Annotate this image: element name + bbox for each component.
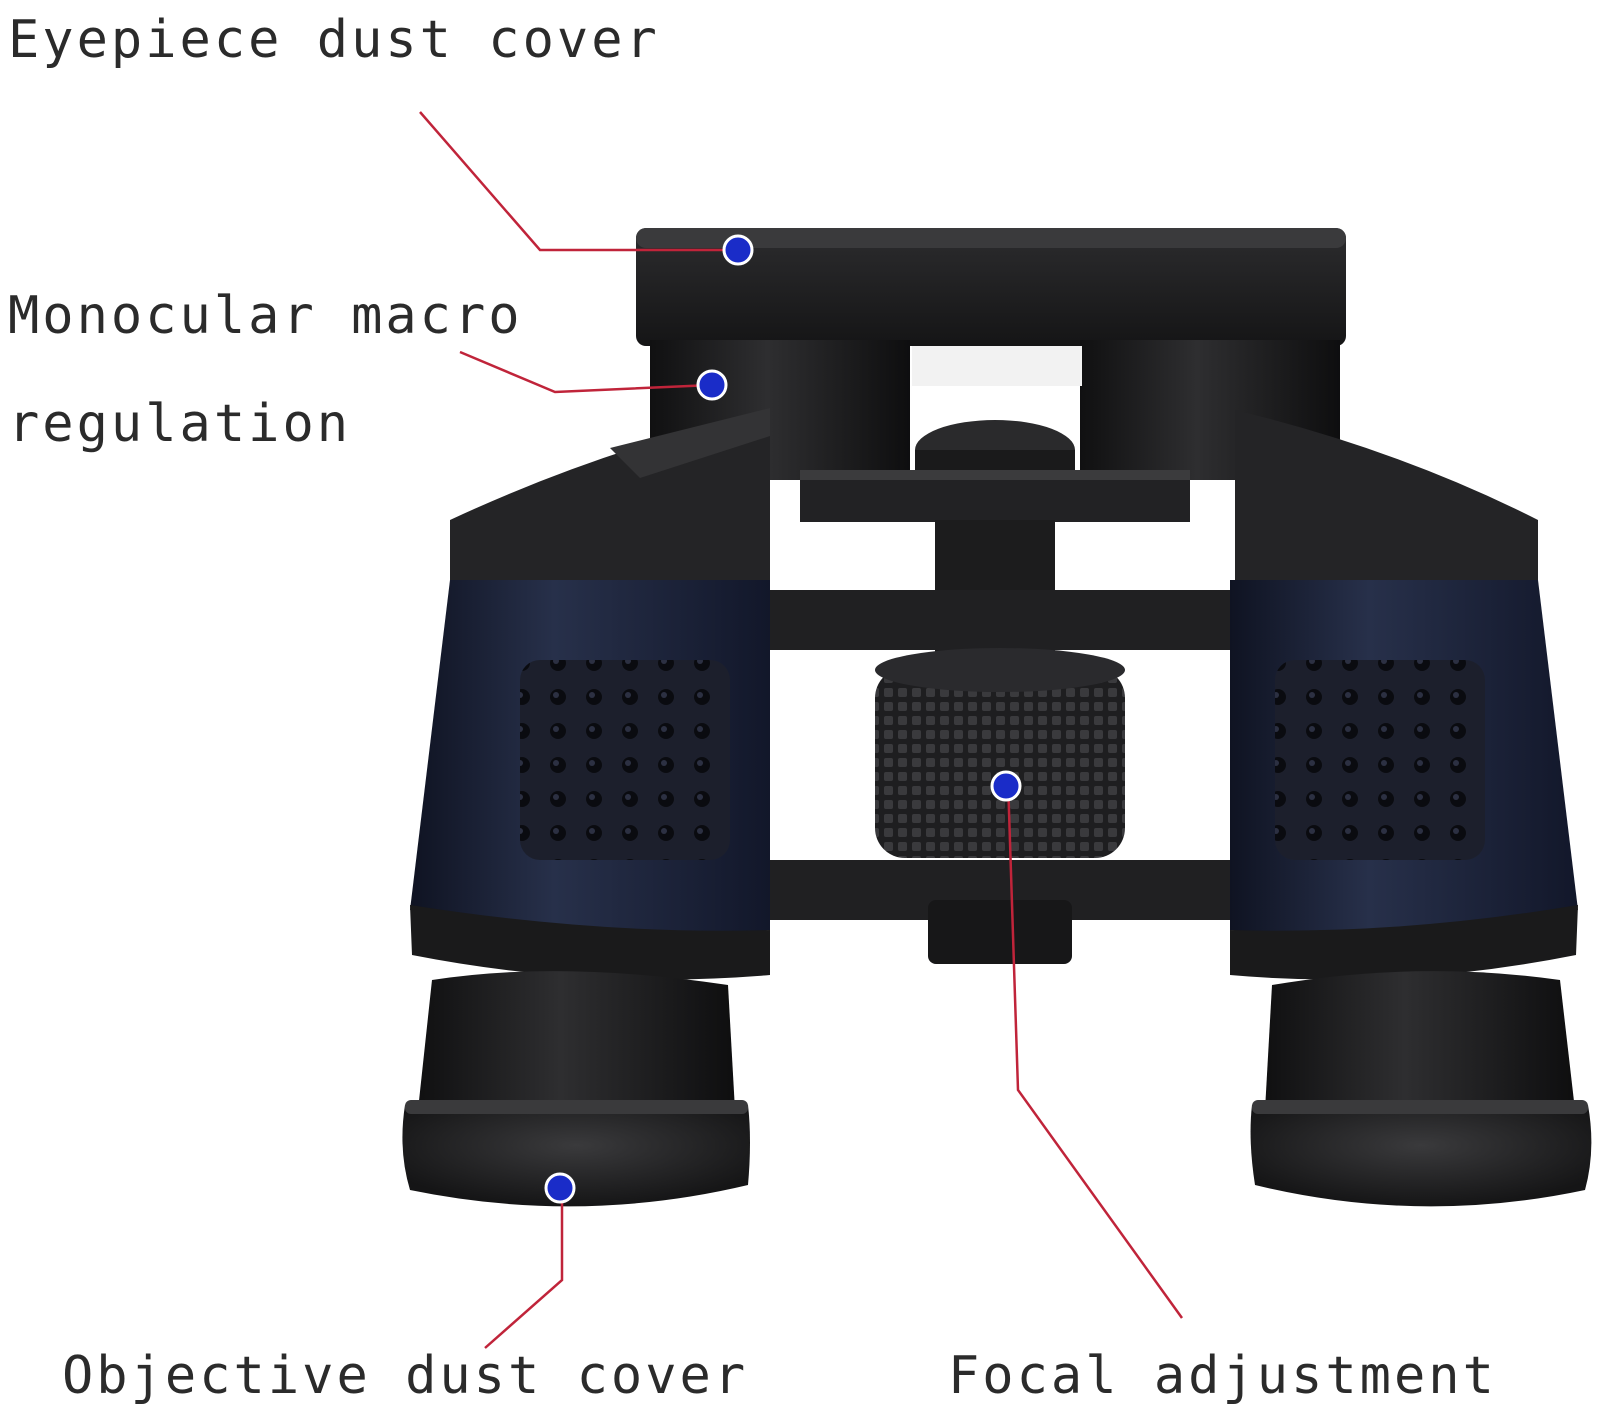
label-eyepiece-dust-cover: Eyepiece dust cover	[8, 10, 660, 70]
marker-dot-icon	[544, 1172, 576, 1204]
leader-line-eyepiece	[419, 111, 738, 252]
leader-line-objective	[484, 1188, 564, 1349]
leader-lines	[419, 111, 1184, 1349]
marker-dot-icon	[696, 369, 728, 401]
label-focal-adjustment: Focal adjustment	[948, 1346, 1497, 1406]
binoculars-illustration	[402, 228, 1592, 1207]
label-objective-dust-cover: Objective dust cover	[62, 1346, 749, 1406]
marker-dot-icon	[722, 234, 754, 266]
marker-dot-icon	[990, 770, 1022, 802]
label-monocular-macro-regulation-line1: Monocular macro	[8, 286, 523, 346]
label-monocular-macro-regulation-line2: regulation	[8, 394, 352, 454]
marker-dots	[544, 234, 1022, 1204]
leader-line-macro	[459, 350, 713, 394]
leader-line-focal	[1006, 779, 1184, 1319]
